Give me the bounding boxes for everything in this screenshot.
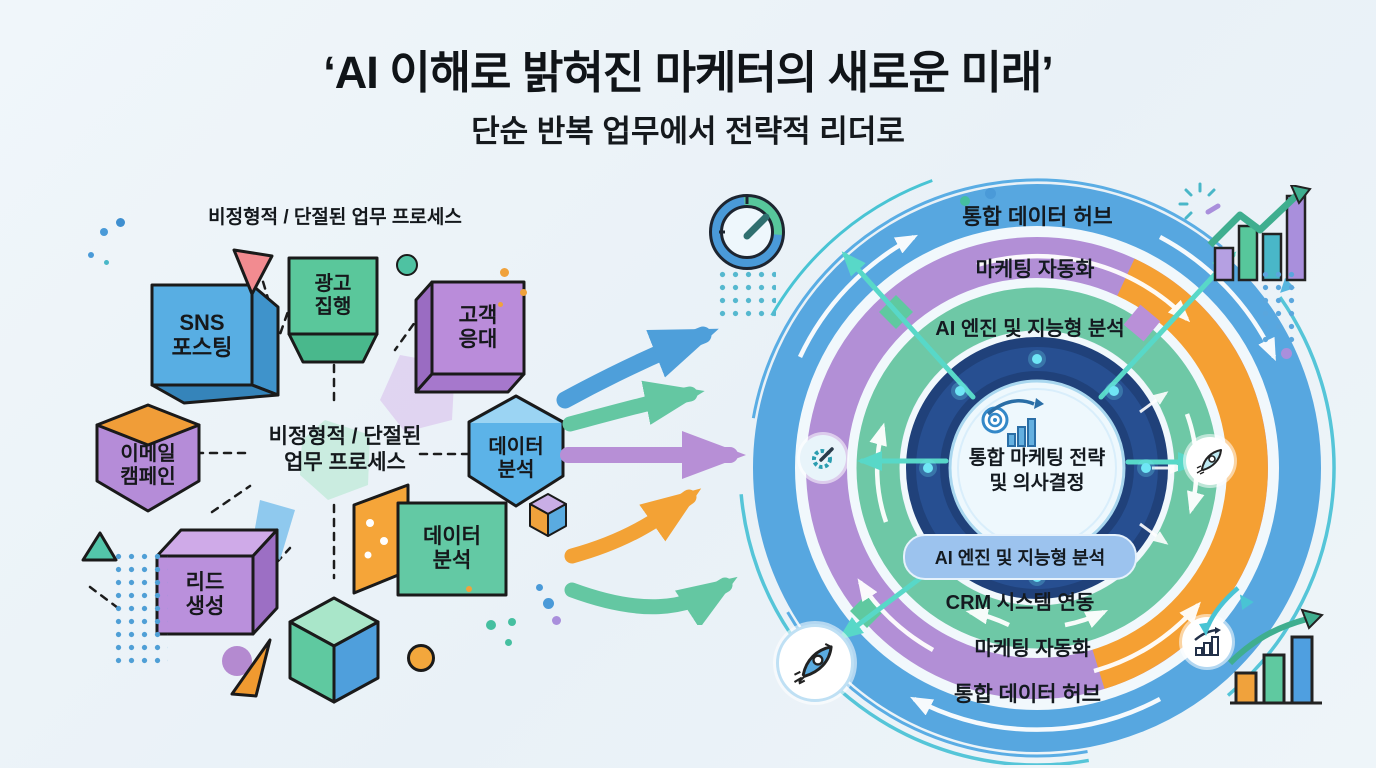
page-title: ‘AI 이해로 밝혀진 마케터의 새로운 미래’ (323, 47, 1054, 98)
target-growth-icon (981, 398, 1044, 447)
cube-customer-service: 고객 응대 (412, 280, 528, 398)
cube-label: 데이터 분석 (488, 436, 544, 481)
orange-ring-decoration (407, 644, 435, 672)
cube-mini (527, 492, 569, 540)
flow-arrow-green-1 (562, 380, 705, 432)
ring-label-ai-engine-bottom: AI 엔진 및 지능형 분석 (934, 548, 1106, 568)
rocket-badge-bottom-left (776, 624, 854, 702)
cube-label: 광고 집행 (314, 273, 352, 318)
teal-dot (505, 639, 512, 646)
purple-dot (552, 616, 561, 625)
transition-arrows (556, 326, 746, 625)
mini-growth-chart-icon (1194, 627, 1221, 656)
bar-chart-icon (1227, 608, 1324, 705)
dot-grid (1259, 268, 1299, 344)
teal-curved-arrow (1199, 586, 1240, 636)
hexagon-data-analysis: 데이터 분석 (466, 394, 566, 509)
ring-label-data-hub-top: 통합 데이터 허브 (962, 205, 1113, 229)
blue-dot (985, 188, 996, 199)
gear-badge (800, 435, 846, 481)
ring-label-automation-top: 마케팅 자동화 (975, 258, 1095, 281)
blue-dot (543, 598, 554, 609)
dot-grid (112, 550, 168, 668)
ring-label-crm: CRM 시스템 연동 (945, 592, 1095, 614)
orange-dot (466, 586, 472, 592)
blue-dot (536, 584, 543, 591)
rocket-icon (793, 643, 833, 685)
flow-arrow-green-2 (564, 576, 738, 625)
green-dot-decoration (396, 254, 418, 276)
blue-dot (88, 252, 94, 258)
cube-data-analysis-green: 데이터 분석 (352, 483, 512, 603)
ring-label-automation-bottom: 마케팅 자동화 (974, 638, 1091, 660)
pink-triangle-decoration (232, 248, 274, 296)
blue-dot (100, 228, 108, 236)
flow-arrow-blue (556, 326, 719, 409)
page-subtitle: 단순 반복 업무에서 전략적 리더로 (471, 114, 905, 149)
cube-label: SNS 포스팅 (171, 309, 233, 360)
teal-dot (104, 260, 109, 265)
blue-dot (116, 218, 125, 227)
ring-label-data-hub-bottom: 통합 데이터 허브 (954, 683, 1101, 706)
cube-email-campaign: 이메일 캠페인 (93, 403, 203, 518)
cube-sns-posting: SNS 포스팅 (150, 283, 285, 405)
cube-label: 데이터 분석 (423, 524, 481, 572)
left-cluster-heading: 비정형적 / 단절된 업무 프로세스 (208, 207, 462, 228)
gauge-icon (709, 194, 785, 270)
purple-dot (1281, 348, 1292, 359)
dot-grid (716, 268, 776, 320)
cube-plain (286, 596, 382, 706)
rocket-badge-right (1186, 437, 1234, 485)
cube-label: 이메일 캠페인 (120, 443, 176, 488)
cube-label: 리드 생성 (185, 570, 225, 618)
orange-dot (500, 268, 509, 277)
cube-lead-generation: 리드 생성 (155, 528, 280, 638)
orange-dot (520, 289, 527, 296)
flow-arrow-orange (564, 488, 702, 564)
hub-center-label: 통합 마케팅 전략 및 의사결정 (968, 447, 1106, 495)
cube-label: 고객 응대 (458, 303, 498, 351)
ai-engine-pill: AI 엔진 및 지능형 분석 (903, 534, 1137, 580)
sparkle-icon (1178, 182, 1221, 220)
ring-label-ai-engine-top: AI 엔진 및 지능형 분석 (935, 318, 1125, 340)
orange-sliver-decoration (230, 638, 272, 698)
orange-dot (498, 302, 503, 307)
left-cluster-center-label: 비정형적 / 단절된 업무 프로세스 (268, 425, 422, 475)
cube-ad-execution: 광고 집행 (287, 256, 382, 366)
teal-dot (508, 618, 516, 626)
teal-dot (486, 620, 496, 630)
teal-triangle-decoration (81, 531, 118, 562)
growth-chart-icon (1207, 185, 1312, 282)
gear-icon (812, 447, 834, 469)
rocket-icon (1196, 449, 1222, 475)
teal-dot (960, 196, 970, 206)
